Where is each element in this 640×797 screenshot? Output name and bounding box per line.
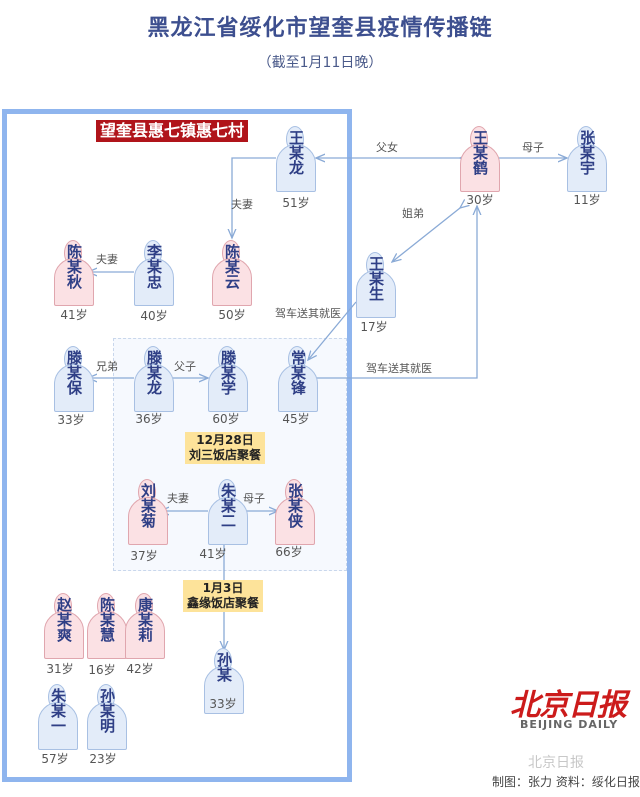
- village-boundary: [2, 109, 352, 782]
- event-label-liusan: 12月28日 刘三饭店聚餐: [185, 432, 266, 464]
- person-node: 滕某保: [54, 346, 94, 426]
- relation-label: 夫妻: [167, 492, 189, 505]
- page-subtitle: （截至1月11日晚）: [257, 55, 383, 71]
- relation-label: 父子: [174, 360, 196, 373]
- age-label: 41岁: [60, 308, 88, 322]
- credit-text: 制图：张力 资料：绥化日报: [492, 775, 640, 789]
- age-label: 57岁: [41, 752, 69, 766]
- relation-label: 兄弟: [96, 360, 118, 373]
- age-label: 16岁: [88, 663, 116, 677]
- village-label: 望奎县惠七镇惠七村: [96, 120, 249, 142]
- age-label: 23岁: [89, 752, 117, 766]
- relation-label: 姐弟: [402, 207, 424, 220]
- age-label: 41岁: [199, 547, 227, 561]
- person-node: 康某莉: [125, 593, 165, 673]
- age-label: 42岁: [126, 662, 154, 676]
- age-label: 33岁: [209, 697, 237, 711]
- person-node: 王某生: [356, 252, 396, 332]
- watermark: 北京日报: [528, 755, 584, 771]
- person-node: 赵某爽: [44, 593, 84, 673]
- person-node: 王某鹤: [460, 126, 500, 206]
- person-node: 刘某菊: [128, 479, 168, 559]
- person-node: 张某宇: [567, 126, 607, 206]
- relation-label: 驾车送其就医: [275, 307, 341, 320]
- person-node: 孙某: [204, 648, 244, 728]
- age-label: 45岁: [282, 412, 310, 426]
- age-label: 40岁: [140, 309, 168, 323]
- person-node: 王某龙: [276, 126, 316, 206]
- person-node: 孙某明: [87, 684, 127, 764]
- person-node: 陈某云: [212, 240, 252, 320]
- relation-label: 父女: [376, 141, 398, 154]
- age-label: 50岁: [218, 308, 246, 322]
- person-node: 滕某龙: [134, 346, 174, 426]
- age-label: 30岁: [466, 193, 494, 207]
- page-title: 黑龙江省绥化市望奎县疫情传播链: [147, 16, 493, 41]
- age-label: 11岁: [573, 193, 601, 207]
- age-label: 33岁: [57, 413, 85, 427]
- person-node: 陈某慧: [87, 593, 127, 673]
- beijing-daily-logo: 北京日报: [510, 688, 627, 723]
- person-node: 朱某二: [208, 479, 248, 559]
- age-label: 37岁: [130, 549, 158, 563]
- person-node: 陈某秋: [54, 240, 94, 320]
- age-label: 66岁: [275, 545, 303, 559]
- age-label: 36岁: [135, 412, 163, 426]
- person-node: 滕某学: [208, 346, 248, 426]
- relation-label: 母子: [522, 141, 544, 154]
- age-label: 31岁: [46, 662, 74, 676]
- relation-label: 夫妻: [96, 253, 118, 266]
- event-label-xinyuan: 1月3日 鑫缘饭店聚餐: [183, 580, 264, 612]
- person-node: 朱某一: [38, 684, 78, 764]
- relation-label: 驾车送其就医: [366, 362, 432, 375]
- age-label: 17岁: [360, 320, 388, 334]
- age-label: 60岁: [212, 412, 240, 426]
- person-node: 李某忠: [134, 240, 174, 320]
- age-label: 51岁: [282, 196, 310, 210]
- person-node: 常某锋: [278, 346, 318, 426]
- person-node: 张某侠: [275, 479, 315, 559]
- relation-label: 夫妻: [231, 198, 253, 211]
- beijing-daily-logo-en: BEIJING DAILY: [520, 718, 619, 731]
- relation-label: 母子: [243, 492, 265, 505]
